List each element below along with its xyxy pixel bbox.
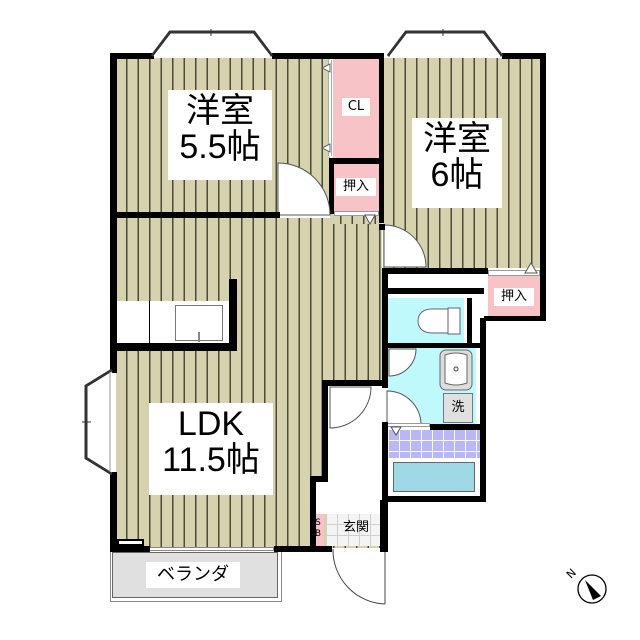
kitchen-wall-right [229,279,237,351]
wall-entrance-step [310,476,328,482]
wall-wet-left [382,268,388,388]
ldk-label: LDK 11.5帖 [149,403,273,495]
toilet-icon [417,307,461,335]
room1-size: 5.5帖 [179,127,261,166]
genkan-floor [326,514,382,546]
room2-size: 6帖 [430,155,484,194]
wall-bath-bottom [384,496,486,502]
ldk-floor-upper-right [330,214,382,224]
wall-entrance-step-left [310,476,316,552]
wall-wet-right [480,318,486,502]
bay-window-ldk [82,368,113,476]
wall-wash-bottom [430,424,484,430]
closet-door-arrows [320,63,331,153]
ldk-name: LDK [177,405,245,443]
oshiire-2-door [488,270,540,276]
closet-door-track [328,60,332,156]
kitchen-counter [116,301,230,343]
bay-window-room2 [386,29,504,57]
door-swing-ldk [329,386,372,429]
wall-genkan-bottom-right [380,500,386,552]
ldk-window-ledge [117,539,144,546]
door-swing-room2 [383,224,427,268]
entrance-hall-lower [316,478,382,514]
oshiire-1-wall-left [329,158,334,214]
wall-ldk-bottom-left [110,546,150,552]
wall-entrance-left [322,380,328,480]
oshiire-2-door-arrow [524,262,538,274]
front-door-swing [332,548,386,605]
wall-entrance-top [322,380,382,386]
bay-window-room1 [150,29,274,57]
wall-top-right [502,53,546,59]
bathroom-floor [388,430,480,458]
wall-right-room2 [540,53,546,321]
wash-basin-icon [439,349,473,391]
balcony-label: ベランダ [146,562,240,588]
genkan-label: 玄関 [342,520,369,535]
balcony-window [148,547,274,551]
wall-ldk-bottom-right [274,546,332,552]
oshiire-1-wall-top [329,158,383,164]
wall-wet-left-lower [382,422,388,552]
room1-name: 洋室 [186,92,254,130]
wall-closet-divider [379,53,384,223]
wall-left-lower [110,472,117,552]
door-swing-toilet [388,348,417,377]
kitchen-wall-bottom [112,343,236,351]
hallway-top [388,274,484,294]
room1-label: 洋室 5.5帖 [168,90,272,180]
bathtub [393,462,475,492]
room2-name: 洋室 [423,120,491,158]
wall-room2-left-lower [379,224,385,230]
wall-top-left [110,53,154,59]
wall-oshiire2-bottom [484,316,546,321]
wall-toilet-bottom [386,343,484,348]
oshiire-1-door-arrow [364,214,376,226]
western-room-2-floor [383,58,543,268]
closet-label: CL [342,98,370,116]
door-swing-room1 [277,162,331,216]
compass-north-label: N [564,566,579,581]
bath-door-arrow [390,426,402,436]
room2-label: 洋室 6帖 [412,118,502,208]
north-compass-icon: N [564,566,607,604]
door-swing-washroom [386,390,422,425]
kitchen-faucet [198,332,200,342]
oshiire-1-label: 押入 [336,178,376,196]
oshiire-2-label: 押入 [494,288,534,306]
ldk-size: 11.5帖 [162,440,260,479]
wall-room2-bottom [384,268,488,274]
wall-top-mid [272,53,384,59]
toilet-side-panel [467,298,483,344]
wall-room1-bottom [110,212,280,218]
oshiire-1-door [334,211,379,216]
washing-machine-space: 洗 [443,393,473,423]
kitchen-counter-divider [149,301,150,343]
